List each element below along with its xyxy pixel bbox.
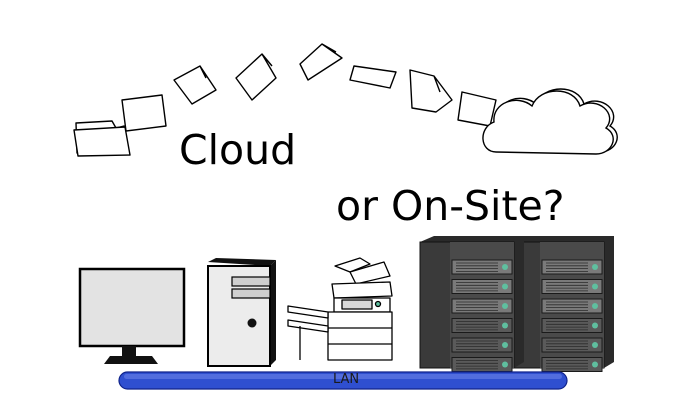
drive-bay (451, 318, 513, 333)
status-led-icon (592, 322, 598, 329)
headline-on-site: or On-Site? (336, 182, 565, 230)
monitor-icon (78, 267, 186, 364)
desktop-tower-icon (207, 258, 276, 367)
server-rack-icon (419, 236, 524, 372)
copier-icon (287, 257, 393, 361)
server-rack-icon (509, 236, 614, 372)
status-led-icon (592, 361, 598, 368)
status-led-icon (502, 322, 508, 329)
document-icon (409, 69, 453, 113)
folder-icon (73, 120, 131, 157)
status-led-icon (502, 264, 508, 270)
document-icon (235, 53, 277, 101)
document-icon (349, 65, 397, 89)
drive-bay (541, 318, 603, 333)
status-led-icon (502, 361, 508, 368)
server-racks (419, 236, 614, 372)
document-icon (173, 65, 217, 105)
status-led-icon (502, 283, 508, 290)
drive-bay (541, 337, 603, 353)
drive-bay (451, 337, 513, 353)
drive-bay (541, 357, 603, 372)
lan-cable (118, 371, 568, 390)
lan-label: LAN (333, 372, 360, 387)
status-led-icon (502, 303, 508, 309)
status-led-icon (592, 342, 598, 348)
status-led-icon (592, 283, 598, 290)
drive-bay (451, 279, 513, 294)
cloud-icon (482, 88, 618, 155)
drive-bay (541, 259, 603, 275)
document-icon (121, 94, 167, 132)
drive-bay (541, 279, 603, 294)
status-led-icon (502, 342, 508, 348)
document-icon (457, 91, 497, 127)
headline-cloud: Cloud (179, 126, 297, 174)
status-led-icon (592, 303, 598, 309)
status-led-icon (592, 264, 598, 270)
drive-bay (451, 298, 513, 314)
drive-bay (451, 259, 513, 275)
drive-bay (541, 298, 603, 314)
document-icon (299, 43, 343, 81)
